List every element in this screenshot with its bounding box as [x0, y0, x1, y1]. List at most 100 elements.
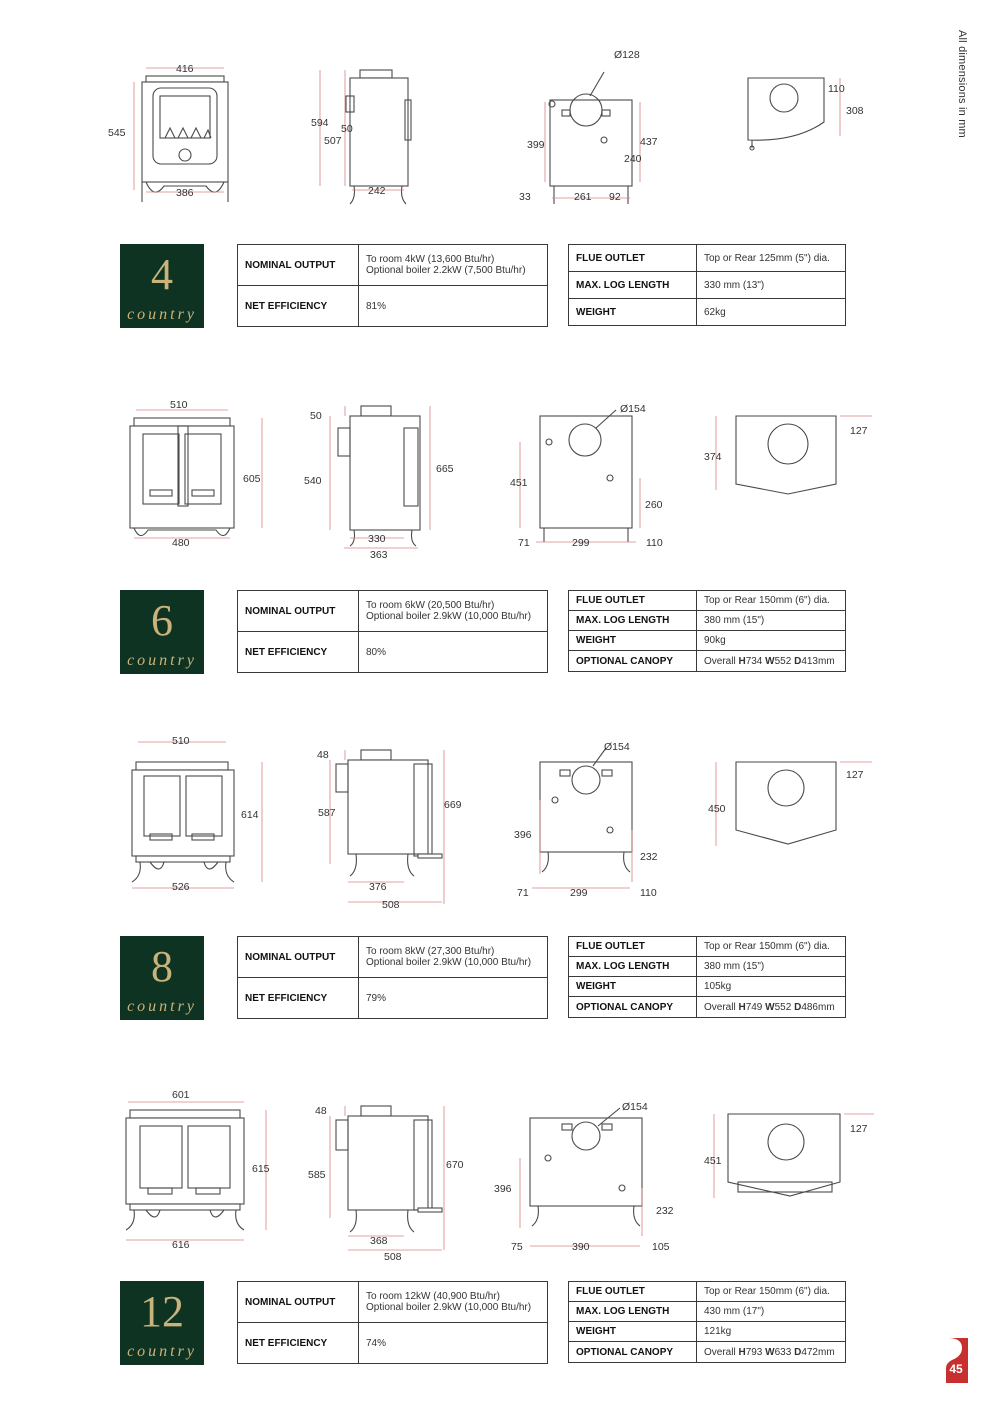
dim-label: 33 — [519, 191, 531, 203]
dim-label: 508 — [384, 1251, 402, 1263]
dim-label: 390 — [572, 1241, 590, 1253]
table-row: NOMINAL OUTPUT To room 6kW (20,500 Btu/h… — [237, 590, 548, 632]
performance-table: NOMINAL OUTPUT To room 8kW (27,300 Btu/h… — [237, 936, 548, 1019]
row-value: To room 8kW (27,300 Btu/hr)Optional boil… — [358, 936, 548, 978]
row-label: NET EFFICIENCY — [237, 631, 359, 673]
row-label: OPTIONAL CANOPY — [568, 996, 697, 1018]
model-word: country — [127, 1343, 197, 1360]
model-8-drawings: 510 614 526 48 587 669 376 508 — [131, 735, 872, 911]
model-badge: 8 country — [120, 936, 204, 1020]
dim-label: 110 — [646, 537, 663, 549]
row-label: MAX. LOG LENGTH — [568, 1301, 697, 1322]
dim-label: 105 — [652, 1241, 670, 1253]
page-number: 45 — [949, 1362, 963, 1376]
table-row: NET EFFICIENCY 74% — [237, 1322, 548, 1364]
model-section-4: 416 545 386 594 50 507 242 — [0, 40, 1000, 385]
side-view: 48 587 669 376 508 — [317, 749, 462, 911]
row-value: Overall H749 W552 D486mm — [696, 996, 846, 1018]
row-label: NOMINAL OUTPUT — [237, 1281, 359, 1323]
dim-label: 48 — [315, 1105, 327, 1117]
model-number: 6 — [151, 596, 173, 645]
model-6-drawings: 510 605 480 50 540 665 330 363 — [129, 399, 872, 561]
dim-label: 374 — [704, 451, 722, 463]
dim-label: Ø154 — [620, 403, 646, 415]
dim-label: 48 — [317, 749, 329, 761]
dim-label: 451 — [704, 1155, 722, 1167]
dim-label: 386 — [176, 187, 194, 199]
row-value: Top or Rear 125mm (5") dia. — [696, 244, 846, 272]
row-label: NET EFFICIENCY — [237, 285, 359, 327]
dim-label: 308 — [846, 105, 864, 117]
dim-label: 480 — [172, 537, 190, 549]
row-label: NOMINAL OUTPUT — [237, 590, 359, 632]
table-row: OPTIONAL CANOPY Overall H734 W552 D413mm — [568, 650, 846, 672]
row-value: Overall H734 W552 D413mm — [696, 650, 846, 672]
row-value: Top or Rear 150mm (6") dia. — [696, 1281, 846, 1302]
row-value: Top or Rear 150mm (6") dia. — [696, 590, 846, 611]
row-label: WEIGHT — [568, 1321, 697, 1342]
dim-label: 299 — [572, 537, 590, 549]
model-12-drawings: 601 615 616 48 585 670 368 508 — [125, 1089, 874, 1263]
dim-label: 450 — [708, 803, 726, 815]
performance-table: NOMINAL OUTPUT To room 4kW (13,600 Btu/h… — [237, 244, 548, 327]
model-4-drawings: 416 545 386 594 50 507 242 — [108, 49, 864, 205]
dim-label: 110 — [828, 83, 845, 95]
model-badge: 12 country — [120, 1281, 204, 1365]
row-label: WEIGHT — [568, 298, 697, 326]
row-label: WEIGHT — [568, 630, 697, 651]
dim-label: 376 — [369, 881, 387, 893]
top-view: 127 451 — [704, 1113, 874, 1198]
dim-label: 363 — [370, 549, 388, 561]
row-value: 90kg — [696, 630, 846, 651]
row-value: To room 12kW (40,900 Btu/hr)Optional boi… — [358, 1281, 548, 1323]
row-value: 81% — [358, 285, 548, 327]
dim-label: 110 — [640, 887, 657, 899]
model-badge: 4 country — [120, 244, 204, 328]
row-label: FLUE OUTLET — [568, 590, 697, 611]
row-label: WEIGHT — [568, 976, 697, 997]
rear-view: Ø154 451 260 71 299 110 — [510, 403, 663, 549]
dim-label: 665 — [436, 463, 454, 475]
dim-label: 510 — [170, 399, 188, 411]
row-value: 80% — [358, 631, 548, 673]
model-section-8: 510 614 526 48 587 669 376 508 — [0, 732, 1000, 1077]
dim-label: 232 — [640, 851, 658, 863]
dim-label: 616 — [172, 1239, 190, 1251]
dim-label: 605 — [243, 473, 261, 485]
table-row: NET EFFICIENCY 79% — [237, 977, 548, 1019]
performance-table: NOMINAL OUTPUT To room 6kW (20,500 Btu/h… — [237, 590, 548, 673]
dim-label: 260 — [645, 499, 663, 511]
row-value: 79% — [358, 977, 548, 1019]
dim-label: 330 — [368, 533, 386, 545]
dim-label: 416 — [176, 63, 194, 75]
row-label: FLUE OUTLET — [568, 244, 697, 272]
dim-label: 601 — [172, 1089, 190, 1101]
row-label: OPTIONAL CANOPY — [568, 1341, 697, 1363]
performance-table: NOMINAL OUTPUT To room 12kW (40,900 Btu/… — [237, 1281, 548, 1364]
dim-label: 526 — [172, 881, 190, 893]
row-value: To room 6kW (20,500 Btu/hr)Optional boil… — [358, 590, 548, 632]
row-label: NOMINAL OUTPUT — [237, 936, 359, 978]
row-label: NET EFFICIENCY — [237, 1322, 359, 1364]
dim-label: 507 — [324, 135, 342, 147]
row-label: MAX. LOG LENGTH — [568, 610, 697, 631]
row-value: 105kg — [696, 976, 846, 997]
dim-label: 71 — [518, 537, 530, 549]
dim-label: Ø128 — [614, 49, 640, 61]
dim-label: 240 — [624, 153, 642, 165]
dim-label: 368 — [370, 1235, 388, 1247]
dim-label: 127 — [850, 425, 868, 437]
dim-label: 92 — [609, 191, 621, 203]
dim-label: 508 — [382, 899, 400, 911]
side-view: 48 585 670 368 508 — [308, 1105, 464, 1263]
dim-label: 585 — [308, 1169, 326, 1181]
row-label: MAX. LOG LENGTH — [568, 956, 697, 977]
